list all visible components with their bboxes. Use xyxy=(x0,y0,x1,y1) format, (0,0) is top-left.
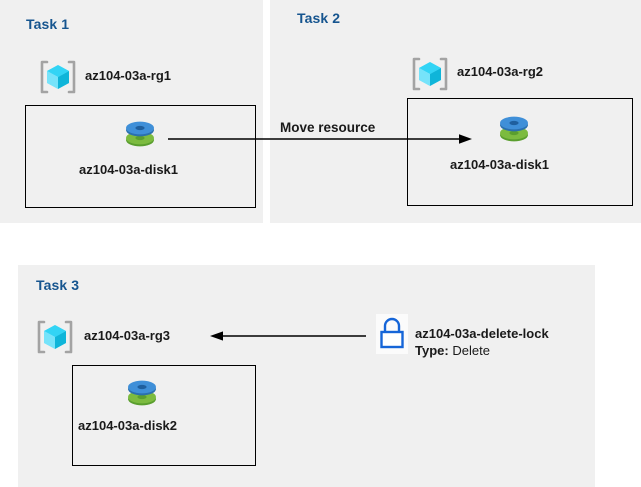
task-2-heading: Task 2 xyxy=(297,10,341,26)
resource-group-label-rg3: az104-03a-rg3 xyxy=(84,328,170,343)
resource-group-icon xyxy=(33,315,77,359)
disk-label-task1: az104-03a-disk1 xyxy=(79,162,179,177)
delete-lock-name: az104-03a-delete-lock xyxy=(415,326,549,341)
delete-lock-type-key: Type: xyxy=(415,343,449,358)
resource-group-label-rg2: az104-03a-rg2 xyxy=(457,64,543,79)
resource-group-icon xyxy=(36,55,80,99)
delete-lock-type: Type: Delete xyxy=(415,343,490,358)
disk-label-task2: az104-03a-disk1 xyxy=(450,157,550,172)
task-1-heading: Task 1 xyxy=(26,16,70,32)
task-3-heading: Task 3 xyxy=(36,277,80,293)
task-2-resource-container xyxy=(407,98,633,206)
managed-disk-icon xyxy=(492,108,536,152)
managed-disk-icon xyxy=(120,372,164,416)
delete-lock-arrow xyxy=(210,331,366,341)
delete-lock-type-value: Delete xyxy=(452,343,490,358)
disk-label-task3: az104-03a-disk2 xyxy=(78,418,178,433)
lock-icon xyxy=(376,314,408,354)
managed-disk-icon xyxy=(118,113,162,157)
resource-group-label-rg1: az104-03a-rg1 xyxy=(85,68,171,83)
task-3-resource-container xyxy=(72,365,256,466)
move-resource-arrow xyxy=(168,134,472,144)
resource-group-icon xyxy=(408,52,452,96)
move-resource-label: Move resource xyxy=(280,120,376,135)
